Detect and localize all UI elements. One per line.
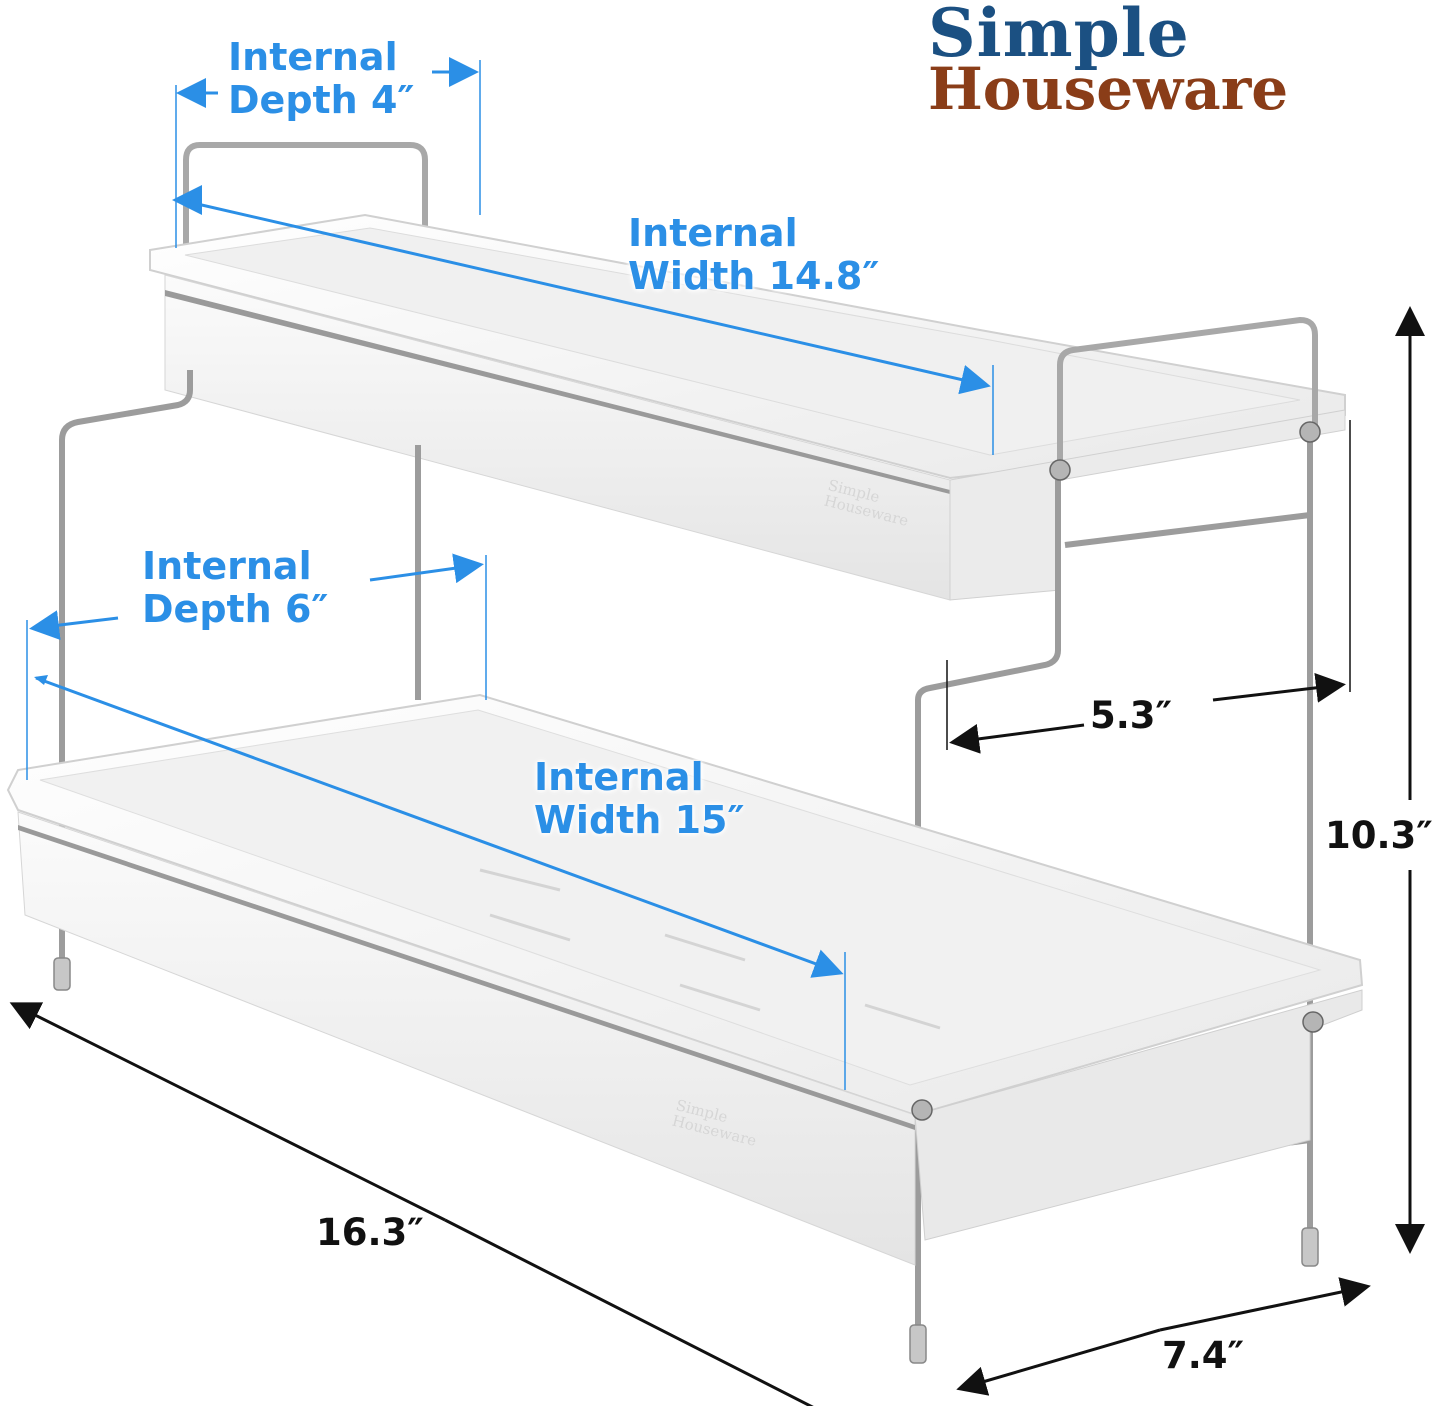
bottom-depth-label: Internal Depth 6″ [142,545,328,630]
top-tray [149,142,1346,601]
rubber-feet [53,957,1319,1364]
front-handle-top [1057,316,1318,480]
bottom-depth-label-line2: Depth 6″ [142,586,329,631]
frame-screws [911,421,1324,1121]
external-dimension-lines [9,306,1425,1406]
internal-dimension-lines [26,57,994,1090]
top-depth-label-line2: Depth 4″ [228,77,415,122]
brand-logo-line1: Simple [928,0,1190,72]
height-label: 10.3″ [1325,814,1433,857]
bottom-depth-label-line1: Internal [142,544,312,588]
brand-logo: Simple Houseware [928,0,1418,118]
tier-offset-label: 5.3″ [1090,694,1173,737]
bottom-width-label-line1: Internal [534,755,704,799]
brand-logo-line2: Houseware [928,55,1289,123]
bottom-width-label: Internal Width 15″ [534,756,744,841]
top-width-label-line2: Width 14.8″ [628,253,880,298]
top-width-label-line1: Internal [628,211,798,255]
overall-depth-label: 7.4″ [1162,1334,1245,1377]
top-width-label: Internal Width 14.8″ [628,212,879,297]
bottom-tray [6,693,1364,1266]
top-depth-label-line1: Internal [228,35,398,79]
top-depth-label: Internal Depth 4″ [228,36,414,121]
overall-length-label: 16.3″ [316,1211,424,1254]
bottom-width-label-line2: Width 15″ [534,797,745,842]
